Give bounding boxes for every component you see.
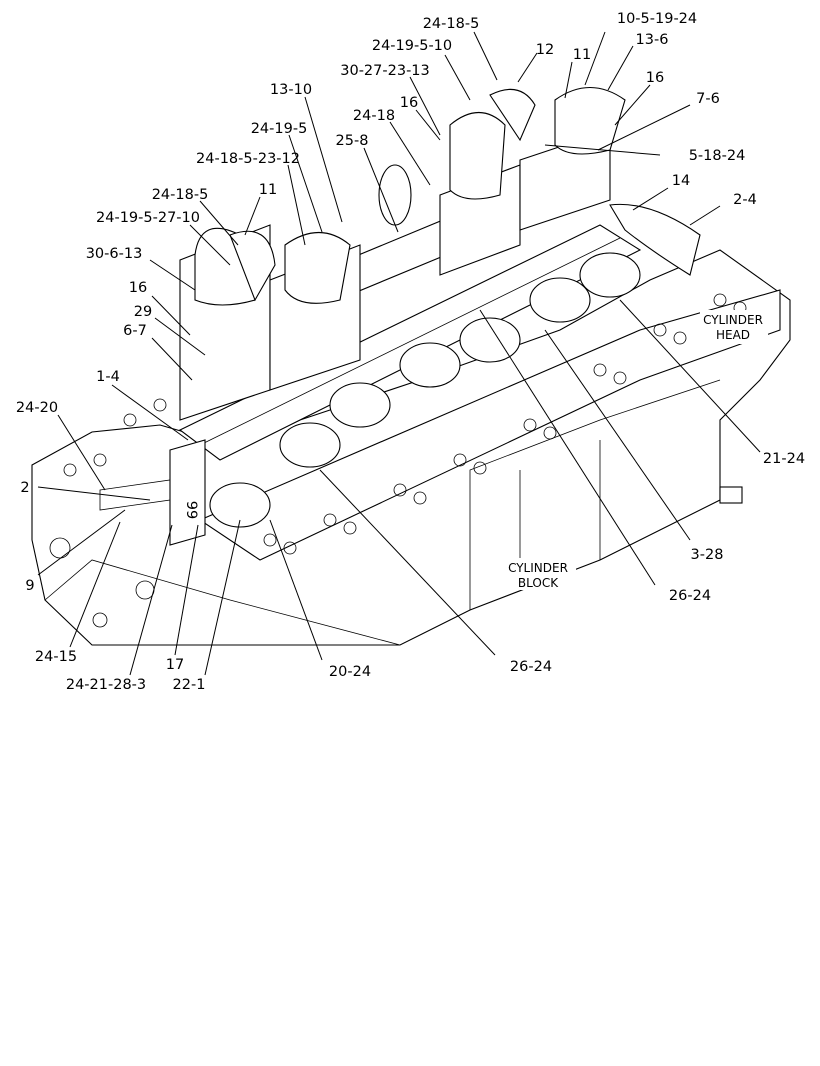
callout-24-18-5-left: 24-18-5 xyxy=(152,187,209,203)
callout-24-19-5: 24-19-5 xyxy=(251,121,308,137)
callout-24-18: 24-18 xyxy=(353,108,395,124)
cylinder-head-label-line2: HEAD xyxy=(716,328,750,342)
callout-3-28: 3-28 xyxy=(691,547,724,563)
callout-16-upper-center: 16 xyxy=(400,95,418,111)
front-flange xyxy=(169,439,206,546)
block-side-panel xyxy=(469,379,721,610)
callout-labels: 24-18-5 10-5-19-24 24-19-5-10 12 11 13-6… xyxy=(16,11,805,693)
front-bracket xyxy=(99,479,171,511)
callout-2-4: 2-4 xyxy=(733,192,757,208)
engine-drawing: 99 xyxy=(31,87,791,646)
callout-13-10: 13-10 xyxy=(270,82,312,98)
block-boss-2 xyxy=(92,612,108,628)
elbow-shields xyxy=(209,252,641,528)
callout-24-18-5-top: 24-18-5 xyxy=(423,16,480,32)
callout-12: 12 xyxy=(536,42,554,58)
callout-24-21-28-3: 24-21-28-3 xyxy=(66,677,146,693)
callout-24-19-5-27-10: 24-19-5-27-10 xyxy=(96,210,200,226)
callout-24-20: 24-20 xyxy=(16,400,58,416)
callout-5-18-24: 5-18-24 xyxy=(689,148,746,164)
callout-25-8: 25-8 xyxy=(336,133,369,149)
callout-11-top: 11 xyxy=(573,47,591,63)
callout-6-7: 6-7 xyxy=(123,323,147,339)
callout-7-6: 7-6 xyxy=(696,91,720,107)
callout-9: 9 xyxy=(25,578,34,594)
cylinder-head-label-line1: CYLINDER xyxy=(703,313,763,327)
callout-24-19-5-10: 24-19-5-10 xyxy=(372,38,452,54)
callout-20-24: 20-24 xyxy=(329,664,371,680)
callout-10-5-19-24: 10-5-19-24 xyxy=(617,11,697,27)
callout-26-24-lower: 26-24 xyxy=(510,659,552,675)
cylinder-block-label-line2: BLOCK xyxy=(518,576,559,590)
cylinder-head-band xyxy=(198,289,781,561)
callout-11-left: 11 xyxy=(259,182,277,198)
region-labels: CYLINDER HEAD CYLINDER BLOCK xyxy=(500,310,768,590)
callout-16-left: 16 xyxy=(129,280,147,296)
part-marking: 99 xyxy=(183,501,199,519)
block-lower-edge xyxy=(44,559,401,646)
callout-2: 2 xyxy=(20,480,29,496)
callout-1-4: 1-4 xyxy=(96,369,120,385)
callout-30-27-23-13: 30-27-23-13 xyxy=(340,63,430,79)
turbo-elbows xyxy=(194,87,701,306)
block-sticker xyxy=(719,486,743,504)
callout-16-top-right: 16 xyxy=(646,70,664,86)
callout-26-24-upper: 26-24 xyxy=(669,588,711,604)
callout-24-18-5-23-12: 24-18-5-23-12 xyxy=(196,151,300,167)
callout-14: 14 xyxy=(672,173,690,189)
cylinder-block-label-line1: CYLINDER xyxy=(508,561,568,575)
valve-springs xyxy=(63,293,747,555)
exhaust-manifold-rail xyxy=(178,224,642,461)
leader-lines xyxy=(37,31,761,676)
manifold-rail-edge xyxy=(199,237,621,446)
callout-13-6: 13-6 xyxy=(636,32,669,48)
callout-29: 29 xyxy=(134,304,152,320)
callout-21-24: 21-24 xyxy=(763,451,805,467)
pipe-end xyxy=(378,164,412,226)
callout-22-1: 22-1 xyxy=(173,677,206,693)
callout-24-15: 24-15 xyxy=(35,649,77,665)
callout-17: 17 xyxy=(166,657,184,673)
callout-30-6-13: 30-6-13 xyxy=(86,246,143,262)
